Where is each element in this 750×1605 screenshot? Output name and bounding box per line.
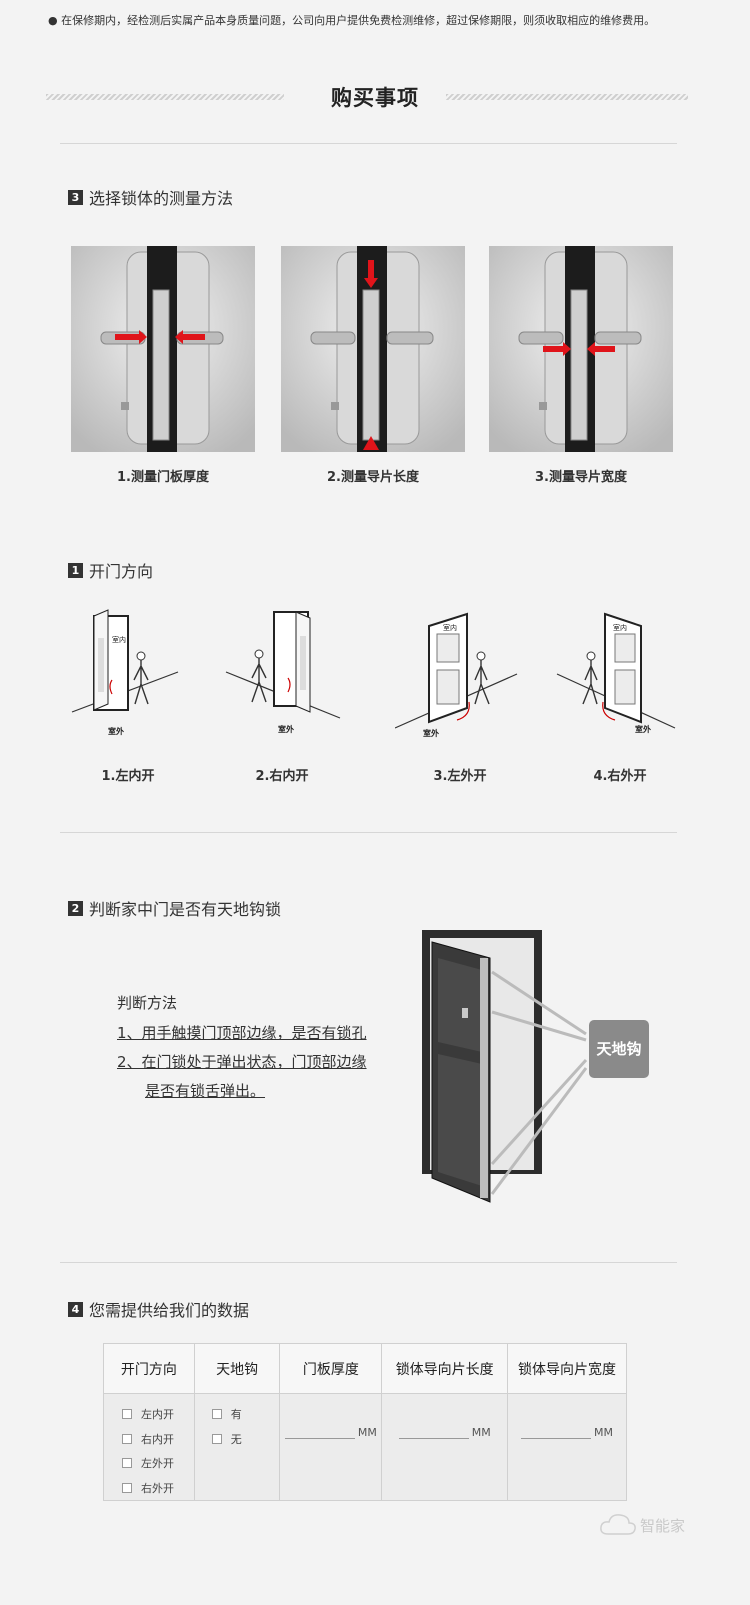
unit-label: MM — [471, 1426, 491, 1439]
outdoor-label: 室外 — [423, 728, 439, 738]
indoor-label: 室内 — [613, 623, 627, 632]
section-number-badge: 1 — [68, 562, 83, 578]
caption-left-inward: 1.左内开 — [101, 769, 155, 784]
section-title-text: 您需提供给我们的数据 — [89, 1301, 250, 1320]
section-number-badge: 2 — [68, 900, 83, 916]
direction-options-cell: 左内开 右内开 左外开 右外开 — [103, 1393, 195, 1501]
door-thickness-cell: MM — [279, 1393, 383, 1501]
plate-width-field[interactable]: MM — [508, 1426, 626, 1439]
outdoor-label: 室外 — [108, 726, 124, 736]
indoor-label: 室内 — [443, 623, 457, 632]
plate-length-field[interactable]: MM — [382, 1426, 507, 1439]
indoor-label: 室内 — [112, 635, 126, 644]
input-blank[interactable] — [284, 1428, 355, 1439]
door-diagram-left-outward: 室内 室外 — [395, 612, 518, 738]
caption-left-outward: 3.左外开 — [433, 769, 487, 784]
header-door-thickness: 门板厚度 — [279, 1343, 383, 1394]
option-right-outward[interactable]: 右外开 — [122, 1476, 194, 1501]
outdoor-label: 室外 — [278, 724, 294, 734]
divider — [60, 1262, 677, 1263]
checkbox[interactable] — [122, 1433, 132, 1444]
cloud-logo-icon — [600, 1514, 636, 1535]
door-diagram-right-inward: 室外 — [225, 611, 341, 734]
caption-door-thickness: 1.测量门板厚度 — [117, 470, 209, 485]
section-number-badge: 3 — [68, 189, 83, 205]
section-number-badge: 4 — [68, 1301, 83, 1317]
option-label: 右内开 — [141, 1432, 174, 1446]
lock-photo-plate-width — [489, 246, 673, 452]
warranty-notice: ● 在保修期内，经检测后实属产品本身质量问题，公司向用户提供免费检测维修，超过保… — [48, 14, 656, 27]
title-stripe-left — [46, 94, 284, 100]
option-hook-yes[interactable]: 有 — [211, 1402, 280, 1427]
outdoor-label: 室外 — [635, 724, 651, 734]
checkbox[interactable] — [211, 1433, 222, 1444]
input-blank[interactable] — [521, 1428, 592, 1439]
lock-photo-plate-length — [281, 246, 465, 452]
header-plate-width: 锁体导向片宽度 — [507, 1343, 627, 1394]
option-label: 右外开 — [141, 1481, 174, 1495]
option-right-inward[interactable]: 右内开 — [122, 1427, 194, 1452]
section-title-text: 选择锁体的测量方法 — [89, 189, 234, 208]
caption-plate-length: 2.测量导片长度 — [327, 470, 419, 485]
section-1-title: 1 开门方向 — [68, 558, 153, 582]
plate-width-cell: MM — [507, 1393, 627, 1501]
door-thickness-field[interactable]: MM — [280, 1426, 381, 1439]
option-left-outward[interactable]: 左外开 — [122, 1451, 194, 1476]
door-diagram-right-outward: 室内 室外 — [556, 612, 676, 734]
checkbox[interactable] — [122, 1482, 132, 1493]
caption-right-inward: 2.右内开 — [255, 769, 309, 784]
security-door-image — [422, 930, 588, 1203]
header-hook: 天地钩 — [193, 1343, 281, 1394]
header-plate-length: 锁体导向片长度 — [381, 1343, 509, 1394]
door-diagram-left-inward: 室内 室外 — [71, 609, 179, 736]
option-label: 左外开 — [141, 1457, 174, 1471]
lock-photo-door-thickness — [71, 246, 255, 452]
section-2-title: 2 判断家中门是否有天地钩锁 — [68, 896, 281, 920]
section-title-text: 开门方向 — [89, 562, 154, 581]
option-label: 左内开 — [141, 1408, 174, 1422]
unit-label: MM — [357, 1426, 377, 1439]
option-label: 无 — [230, 1432, 242, 1446]
watermark-text: 智能家 — [640, 1517, 686, 1535]
table-row: 左内开 右内开 左外开 右外开 有 无 MM MM MM — [103, 1393, 627, 1501]
plate-length-cell: MM — [381, 1393, 509, 1501]
method-step-1: 1、用手触摸门顶部边缘，是否有锁孔 — [117, 1024, 367, 1042]
input-blank[interactable] — [398, 1428, 469, 1439]
checkbox[interactable] — [211, 1409, 222, 1420]
caption-right-outward: 4.右外开 — [593, 769, 647, 784]
method-step-2: 2、在门锁处于弹出状态，门顶部边缘 — [117, 1053, 367, 1071]
caption-plate-width: 3.测量导片宽度 — [535, 470, 627, 485]
option-label: 有 — [230, 1408, 242, 1422]
hook-callout: 天地钩 — [589, 1020, 649, 1078]
unit-label: MM — [594, 1426, 614, 1439]
divider — [60, 832, 677, 833]
main-title-bar: 购买事项 — [0, 82, 750, 112]
section-3-title: 3 选择锁体的测量方法 — [68, 185, 233, 209]
checkbox[interactable] — [122, 1409, 132, 1420]
data-form-table: 开门方向 天地钩 门板厚度 锁体导向片长度 锁体导向片宽度 左内开 右内开 左外… — [103, 1343, 627, 1501]
method-title: 判断方法 — [117, 994, 178, 1012]
method-step-2-cont: 是否有锁舌弹出。 — [145, 1082, 266, 1100]
divider — [60, 143, 677, 144]
title-stripe-right — [446, 94, 688, 100]
header-door-direction: 开门方向 — [103, 1343, 195, 1394]
page-title: 购买事项 — [331, 86, 419, 110]
checkbox[interactable] — [122, 1458, 132, 1469]
section-4-title: 4 您需提供给我们的数据 — [68, 1297, 249, 1321]
hook-options-cell: 有 无 — [193, 1393, 281, 1501]
table-header-row: 开门方向 天地钩 门板厚度 锁体导向片长度 锁体导向片宽度 — [103, 1343, 627, 1394]
option-left-inward[interactable]: 左内开 — [122, 1402, 194, 1427]
section-title-text: 判断家中门是否有天地钩锁 — [89, 900, 282, 919]
option-hook-no[interactable]: 无 — [211, 1427, 280, 1452]
